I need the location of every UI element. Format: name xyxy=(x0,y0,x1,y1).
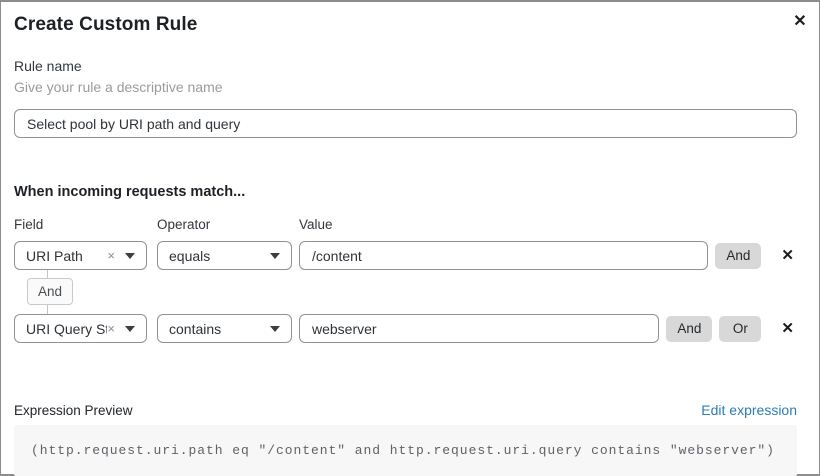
chevron-down-icon xyxy=(125,252,135,259)
rule-name-label: Rule name xyxy=(14,58,82,74)
clear-icon[interactable]: × xyxy=(107,321,115,336)
and-connector-chip: And xyxy=(27,278,74,305)
rule-name-input[interactable] xyxy=(14,109,797,138)
edit-expression-link[interactable]: Edit expression xyxy=(701,402,797,418)
operator-select[interactable]: equals xyxy=(157,241,292,270)
condition-row: URI Path × equals And ✕ xyxy=(14,241,797,270)
add-and-condition-button[interactable]: And xyxy=(715,242,762,269)
operator-select-value: contains xyxy=(169,320,222,337)
close-icon[interactable]: ✕ xyxy=(789,10,811,32)
chevron-down-icon xyxy=(270,252,280,259)
expression-code: (http.request.uri.path eq "/content" and… xyxy=(31,443,775,458)
value-column-label: Value xyxy=(299,217,333,232)
operator-column-label: Operator xyxy=(157,217,211,232)
field-select[interactable]: URI Query St... × xyxy=(14,314,147,343)
page-title: Create Custom Rule xyxy=(14,14,198,35)
add-and-condition-button[interactable]: And xyxy=(666,315,713,342)
field-select-value: URI Query St... xyxy=(26,320,108,337)
connector-line xyxy=(47,305,48,314)
condition-connector: And xyxy=(14,270,797,314)
field-select[interactable]: URI Path × xyxy=(14,241,147,270)
remove-condition-icon[interactable]: ✕ xyxy=(781,320,794,337)
field-select-value: URI Path xyxy=(26,247,83,264)
field-column-label: Field xyxy=(14,217,44,232)
match-section-heading: When incoming requests match... xyxy=(14,184,246,200)
connector-line xyxy=(47,270,48,278)
value-input[interactable] xyxy=(299,314,660,343)
expression-preview-label: Expression Preview xyxy=(14,403,133,418)
rule-name-hint: Give your rule a descriptive name xyxy=(14,79,223,95)
condition-column-labels: Field Operator Value xyxy=(14,217,797,232)
remove-condition-icon[interactable]: ✕ xyxy=(781,247,794,264)
condition-row: URI Query St... × contains And Or ✕ xyxy=(14,314,797,343)
expression-preview-header: Expression Preview Edit expression xyxy=(14,402,797,418)
chevron-down-icon xyxy=(270,325,280,332)
expression-code-block: (http.request.uri.path eq "/content" and… xyxy=(14,425,797,476)
chevron-down-icon xyxy=(125,325,135,332)
clear-icon[interactable]: × xyxy=(107,248,115,263)
add-or-condition-button[interactable]: Or xyxy=(719,315,762,342)
operator-select[interactable]: contains xyxy=(157,314,292,343)
value-input[interactable] xyxy=(299,241,709,270)
operator-select-value: equals xyxy=(169,247,211,264)
